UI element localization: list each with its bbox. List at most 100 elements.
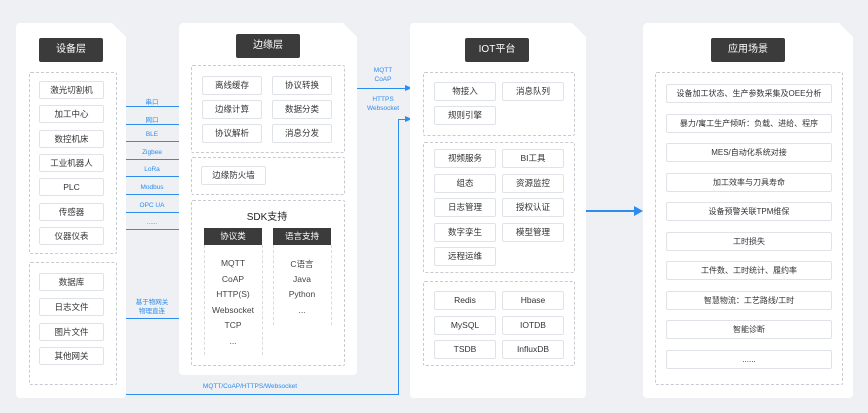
sdk-protocol-item: Websocket bbox=[212, 304, 254, 315]
iot-app-arrow-line bbox=[586, 210, 636, 212]
sdk-language-item: ... bbox=[298, 304, 306, 315]
edge-service-item: 离线缓存 bbox=[202, 76, 262, 95]
application-title: 应用场景 bbox=[711, 38, 785, 62]
protocol-line bbox=[126, 123, 179, 125]
sdk-support-title: SDK支持 bbox=[246, 212, 288, 223]
edge-service-item: 边缘计算 bbox=[202, 100, 262, 119]
application-item: 智慧物流：工艺路线/工时 bbox=[666, 290, 832, 310]
direct-connect-label-1: 基于物网关 bbox=[135, 299, 169, 306]
application-scenarios-group bbox=[655, 72, 843, 385]
bottom-path-to-iot bbox=[398, 119, 407, 120]
data-source-item: 日志文件 bbox=[39, 297, 104, 316]
sdk-language-header: 语言支持 bbox=[273, 228, 331, 245]
direct-connect-label-2: 物理直连 bbox=[139, 308, 165, 315]
bottom-path-arrow-head bbox=[405, 116, 412, 122]
application-item: 暴力/寓工生产倾听：负载、进给、程序 bbox=[666, 113, 832, 133]
sdk-language-item: Python bbox=[288, 289, 316, 299]
direct-connect-line bbox=[126, 318, 179, 319]
iot-platform-title: IOT平台 bbox=[465, 38, 529, 62]
protocol-line bbox=[126, 106, 179, 107]
protocol-line bbox=[126, 141, 179, 143]
protocol-line bbox=[126, 194, 179, 195]
application-item: 工件数、工时统计、履约率 bbox=[666, 261, 832, 280]
protocol-line bbox=[126, 211, 179, 213]
sdk-protocol-column-border-right bbox=[262, 245, 263, 355]
bottom-path-vertical bbox=[398, 119, 399, 395]
iot-access-item: 物接入 bbox=[434, 82, 496, 101]
edge-layer-title: 边缘层 bbox=[236, 34, 300, 58]
iot-access-item: 消息队列 bbox=[502, 82, 564, 101]
protocol-label: Zigbee bbox=[142, 148, 162, 156]
protocol-line bbox=[126, 176, 179, 178]
edge-service-item: 协议转换 bbox=[272, 76, 332, 95]
data-source-item: 其他网关 bbox=[39, 347, 104, 366]
device-item: 数控机床 bbox=[39, 129, 104, 148]
iot-service-item: 数字孪生 bbox=[434, 222, 496, 242]
iot-service-item: BI工具 bbox=[502, 149, 564, 168]
device-group-machines bbox=[29, 72, 117, 254]
device-item: 工业机器人 bbox=[39, 153, 104, 172]
sdk-protocol-item: TCP bbox=[224, 320, 242, 330]
protocol-label: LoRa bbox=[144, 166, 160, 174]
edge-service-item: 数据分类 bbox=[272, 100, 332, 119]
iot-service-item: 资源监控 bbox=[502, 173, 564, 193]
device-item: 激光切割机 bbox=[39, 81, 104, 99]
iot-service-item: 远程运维 bbox=[434, 247, 496, 266]
iot-service-item: 日志管理 bbox=[434, 198, 496, 217]
protocol-line bbox=[126, 158, 179, 160]
iot-storage-item: IOTDB bbox=[502, 315, 564, 335]
sdk-support-group bbox=[191, 200, 345, 366]
protocol-label: BLE bbox=[145, 131, 159, 139]
protocol-label: OPC UA bbox=[139, 201, 165, 209]
iot-storage-item: Redis bbox=[434, 291, 496, 310]
iot-storage-group bbox=[423, 281, 575, 366]
bottom-path-horizontal bbox=[126, 394, 399, 395]
edge-iot-protocol-mid-2: Websocket bbox=[366, 105, 400, 112]
device-group-data-sources bbox=[29, 262, 117, 385]
application-item: MES/自动化系统对接 bbox=[666, 143, 832, 162]
sdk-protocol-item: ... bbox=[229, 335, 237, 346]
data-source-item: 数据库 bbox=[39, 273, 104, 291]
edge-firewall: 边缘防火墙 bbox=[201, 166, 266, 185]
application-item: 智能诊断 bbox=[666, 320, 832, 339]
iot-storage-item: InfluxDB bbox=[502, 340, 564, 359]
sdk-language-column-border-right bbox=[331, 245, 332, 325]
sdk-protocol-item: CoAP bbox=[221, 273, 245, 284]
sdk-language-item: C语言 bbox=[290, 259, 314, 269]
sdk-language-item: Java bbox=[293, 273, 311, 284]
iot-service-item: 授权认证 bbox=[502, 198, 564, 217]
device-item: 仪器仪表 bbox=[39, 226, 104, 245]
iot-access-group bbox=[423, 72, 575, 136]
edge-iot-protocol-top-2: CoAP bbox=[374, 76, 392, 83]
protocol-line bbox=[126, 229, 179, 231]
sdk-protocol-item: MQTT bbox=[220, 258, 246, 268]
sdk-protocol-column-border-left bbox=[204, 245, 205, 355]
sdk-protocol-item: HTTP(S) bbox=[216, 289, 250, 299]
iot-app-arrow-head bbox=[634, 206, 643, 216]
edge-firewall-group bbox=[191, 157, 345, 195]
iot-storage-item: Hbase bbox=[502, 291, 564, 310]
protocol-label: 网口 bbox=[145, 116, 159, 124]
edge-services-group bbox=[191, 65, 345, 153]
edge-iot-protocol-top-1: MQTT bbox=[373, 67, 393, 74]
iot-service-item: 组态 bbox=[434, 173, 496, 193]
device-item: PLC bbox=[39, 178, 104, 197]
iot-access-item: 规则引擎 bbox=[434, 106, 496, 125]
application-item: 工时损失 bbox=[666, 231, 832, 251]
application-item: 设备加工状态、生产参数采集及OEE分析 bbox=[666, 84, 832, 103]
protocol-label: 串口 bbox=[145, 99, 159, 106]
iot-services-group bbox=[423, 142, 575, 273]
device-layer-title: 设备层 bbox=[39, 38, 103, 62]
bottom-path-label: MQTT/CoAP/HTTPS/Websocket bbox=[202, 383, 298, 390]
iot-service-item: 视频服务 bbox=[434, 149, 496, 168]
protocol-label: ...... bbox=[146, 219, 158, 227]
data-source-item: 图片文件 bbox=[39, 322, 104, 341]
sdk-protocol-header: 协议类 bbox=[204, 228, 262, 245]
application-item: 加工效率与刀具寿命 bbox=[666, 172, 832, 192]
iot-service-item: 模型管理 bbox=[502, 222, 564, 242]
application-item: ...... bbox=[666, 349, 832, 369]
edge-service-item: 协议解析 bbox=[202, 124, 262, 143]
edge-iot-arrow-top-line bbox=[357, 88, 407, 89]
iot-storage-item: TSDB bbox=[434, 340, 496, 359]
edge-iot-arrow-top-head bbox=[405, 85, 412, 91]
